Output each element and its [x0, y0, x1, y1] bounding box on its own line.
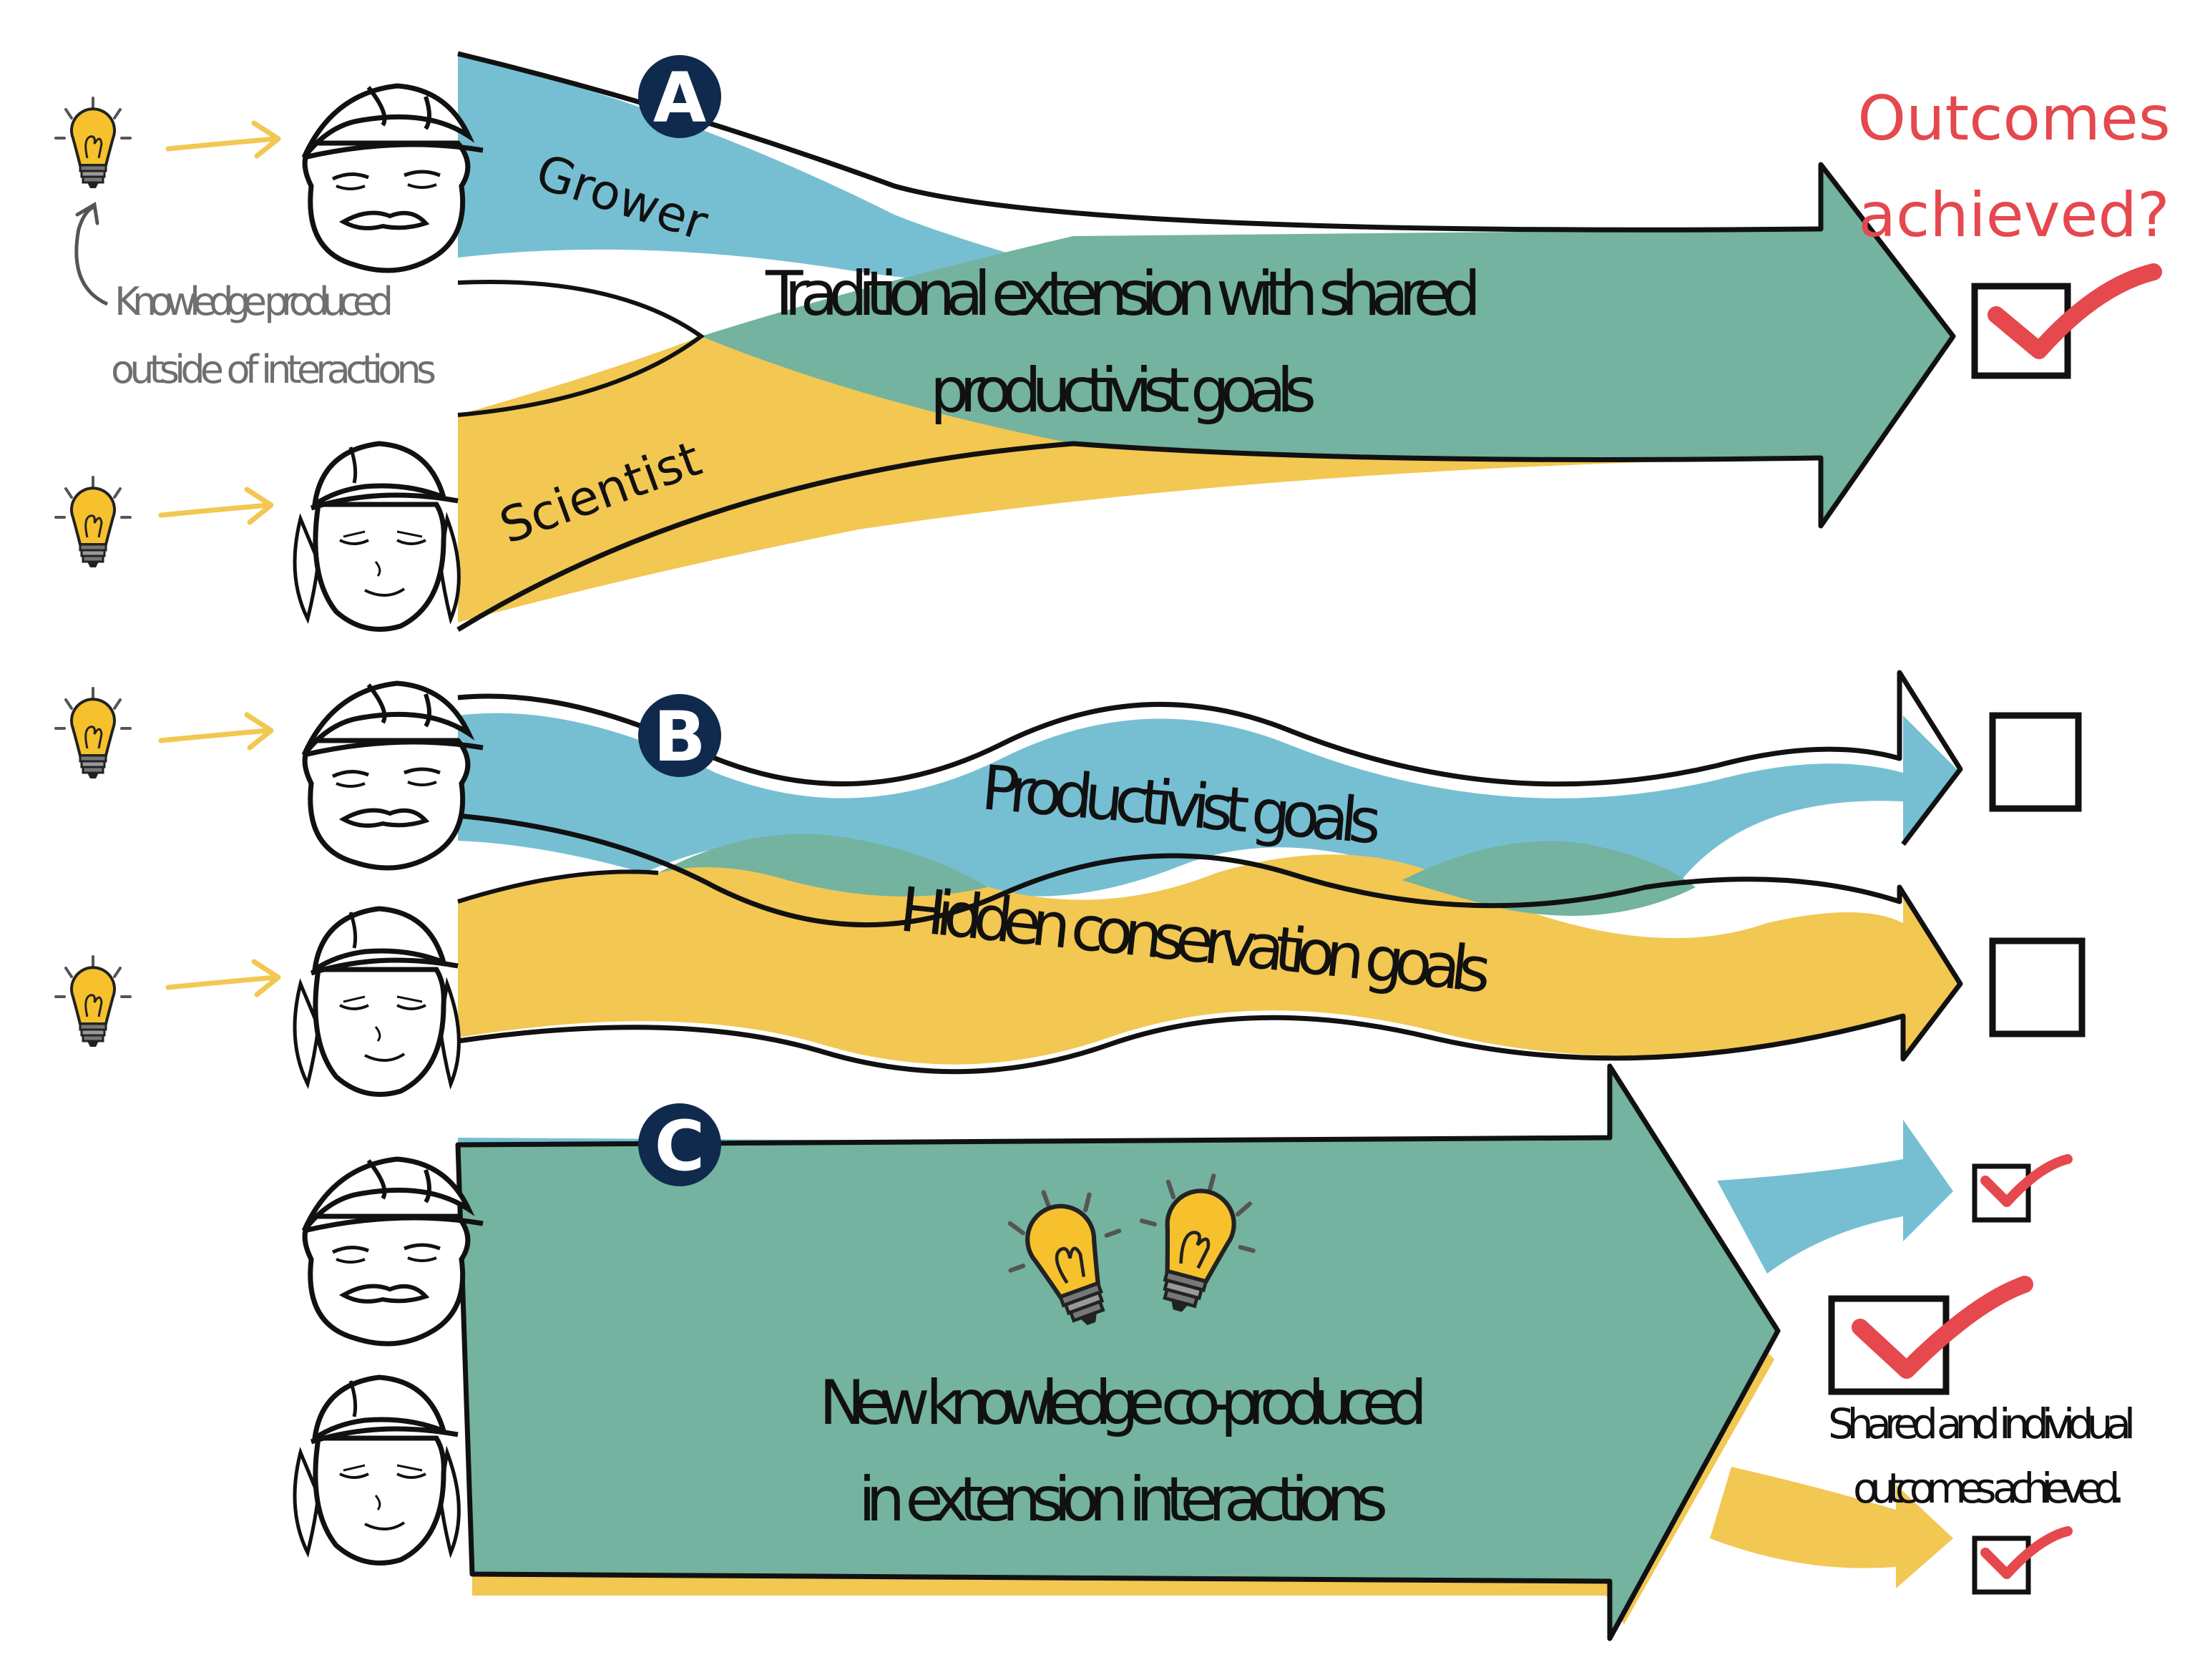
scientist-face-icon — [295, 444, 459, 630]
grower-outcome-stream-c — [1717, 1120, 1953, 1274]
checkmark-icon — [1988, 263, 2162, 359]
badge-b: B — [638, 694, 721, 777]
main-label-c-line2: in extension interactions — [859, 1464, 1388, 1535]
overlap-zone-b1 — [658, 834, 987, 897]
coproduction-arrow-c — [455, 1063, 1781, 1641]
knowledge-note-line1: Knowledge produced — [114, 279, 393, 324]
panel-c: C New knowledge co-produced in extension… — [295, 1063, 2136, 1641]
arrow-right-icon — [161, 489, 271, 522]
scientist-stream-a — [458, 336, 1832, 622]
outcomes-note-line2: outcomes achieved. — [1853, 1464, 2125, 1513]
main-label-a-line1: Traditional extension with shared — [765, 258, 1481, 330]
grower-face-icon — [304, 1159, 483, 1344]
checkmark-icon — [1980, 1526, 2073, 1579]
knowledge-loop-arrow — [74, 205, 109, 306]
grower-face-icon — [304, 86, 483, 270]
checkmark-icon — [1980, 1154, 2073, 1207]
main-label-a-line2: productivist goals — [930, 355, 1316, 426]
merged-arrow-a — [701, 165, 1953, 526]
svg-text:C: C — [655, 1106, 705, 1186]
checkbox-icon — [1972, 1163, 2031, 1223]
checkbox-icon — [1989, 712, 2082, 812]
lightbulb-icon — [54, 955, 132, 1048]
outcomes-note-line1: Shared and individual — [1828, 1400, 2136, 1448]
checkbox-icon — [1828, 1295, 1950, 1395]
outcomes-title-line2: achieved? — [1858, 180, 2169, 251]
svg-text:B: B — [653, 697, 705, 777]
outcomes-title-line1: Outcomes — [1857, 83, 2170, 155]
scientist-outcome-stream-c — [1710, 1467, 1953, 1588]
grower-face-icon — [304, 683, 483, 868]
knowledge-note-line2: outside of interactions — [111, 347, 436, 392]
panel-a: Knowledge produced outside of interactio… — [54, 51, 2171, 630]
arrow-right-icon — [168, 123, 278, 156]
arrow-right-icon — [168, 962, 278, 995]
svg-text:A: A — [653, 58, 706, 138]
lightbulb-icon — [54, 97, 132, 190]
overlap-zone-b2 — [1402, 841, 1696, 916]
checkmark-icon — [1852, 1276, 2033, 1379]
arrow-right-icon — [161, 715, 271, 748]
lightbulb-icon — [54, 687, 132, 780]
badge-c: C — [638, 1103, 721, 1186]
scientist-face-icon — [295, 1377, 459, 1563]
checkbox-icon — [1972, 1535, 2031, 1595]
badge-a: A — [638, 55, 721, 138]
checkbox-icon — [1989, 937, 2086, 1037]
lightbulb-icon — [54, 476, 132, 569]
scientist-face-icon — [295, 909, 459, 1095]
scientist-stream-b — [458, 839, 1960, 1065]
main-label-c-line1: New knowledge co-produced — [819, 1367, 1427, 1439]
panel-b: Productivist goals Hidden conservation g… — [54, 670, 2086, 1095]
